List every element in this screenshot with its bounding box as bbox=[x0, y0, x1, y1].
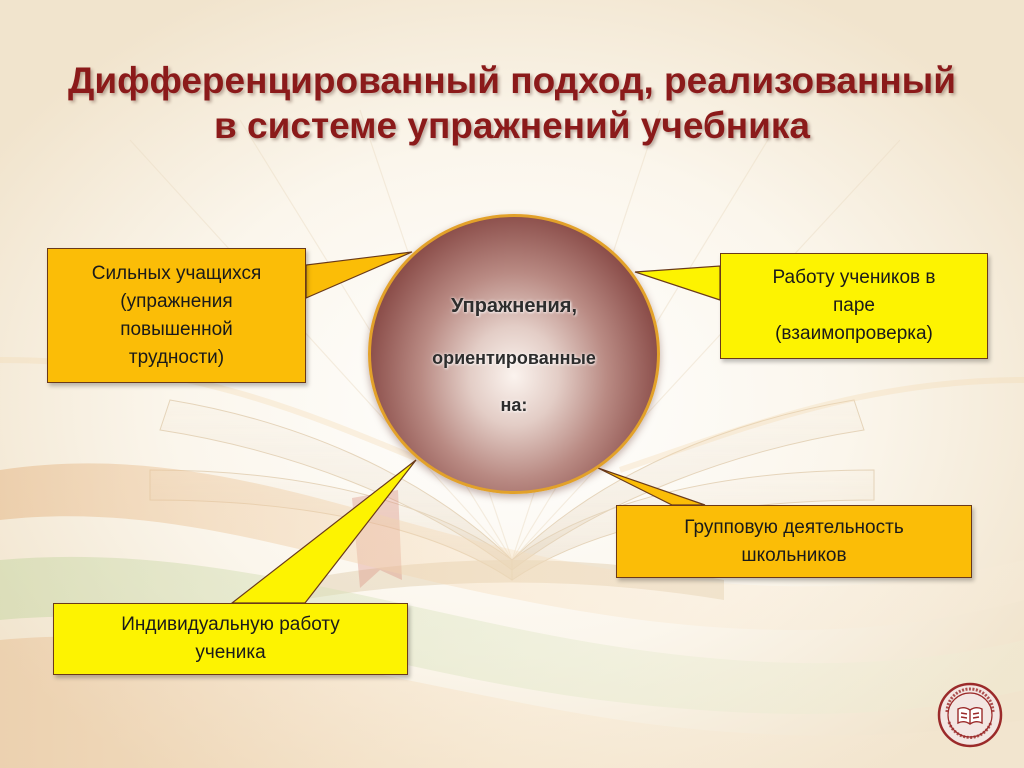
slide-title-line-1: Дифференцированный подход, реализованный bbox=[67, 60, 957, 101]
center-text-line-1: Упражнения, bbox=[450, 295, 578, 317]
callout-line: (взаимопроверка) bbox=[775, 323, 933, 344]
callout-line: повышенной bbox=[120, 318, 233, 340]
callout-individual-work: Индивидуальную работу ученика bbox=[53, 603, 408, 675]
callout-line: Групповую деятельность bbox=[684, 516, 904, 538]
pointer-strong-students bbox=[305, 251, 413, 299]
publisher-logo-icon bbox=[937, 682, 1003, 748]
callout-line: (упражнения bbox=[120, 290, 233, 312]
callout-strong-students: Сильных учащихся (упражнения повышенной … bbox=[47, 248, 306, 383]
center-text-line-3: на: bbox=[500, 395, 528, 415]
callout-group-work: Групповую деятельность школьников bbox=[616, 505, 972, 578]
callout-line: паре bbox=[833, 295, 875, 316]
callout-pair-work: Работу учеников в паре (взаимопроверка) bbox=[720, 253, 988, 359]
callout-line: Сильных учащихся bbox=[91, 262, 262, 284]
slide-title: Дифференцированный подход, реализованный… bbox=[0, 58, 1024, 148]
center-text-line-2: ориентированные bbox=[432, 348, 596, 368]
callout-line: трудности) bbox=[128, 346, 225, 368]
slide-title-line-2: в системе упражнений учебника bbox=[214, 105, 810, 146]
pointer-individual-work bbox=[230, 459, 417, 604]
callout-line: Работу учеников в bbox=[772, 267, 936, 288]
center-circle: Упражнения, ориентированные на: bbox=[368, 214, 660, 494]
pointer-group-work bbox=[597, 467, 706, 506]
callout-line: ученика bbox=[195, 642, 266, 663]
callout-line: школьников bbox=[741, 544, 847, 566]
callout-line: Индивидуальную работу bbox=[121, 614, 340, 635]
